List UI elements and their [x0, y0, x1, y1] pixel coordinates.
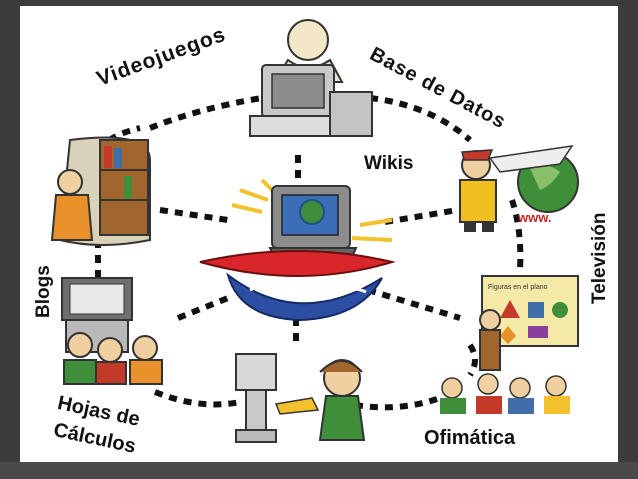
- connector-bottom-right: [354, 395, 441, 411]
- woman-at-bookshelf-illustration: [50, 136, 151, 246]
- label-television: Televisión: [589, 212, 610, 304]
- connector-videojuegos-to-top: [148, 95, 263, 131]
- person-at-computer-illustration: [249, 19, 373, 137]
- label-wikis: Wikis: [364, 153, 414, 174]
- connector-basedatos-to-television: [509, 199, 524, 271]
- sparkle-rays: [231, 178, 393, 242]
- connector-spoke-left: [159, 207, 229, 223]
- board-title: Figuras en el plano: [488, 284, 548, 291]
- connector-spoke-lowerleft: [176, 295, 230, 321]
- connector-spoke-right: [384, 207, 459, 225]
- bottom-band: [0, 462, 638, 479]
- computer-on-saucer-illustration: [199, 178, 396, 322]
- teacher-board-illustration: Figuras en el plano: [440, 275, 579, 414]
- kid-with-globe-illustration: www.: [459, 145, 579, 232]
- girl-and-robot-illustration: [235, 353, 366, 443]
- dotted-connectors: [95, 95, 524, 411]
- connector-right-lower: [467, 343, 478, 377]
- connector-hojas-bottom: [153, 389, 241, 408]
- label-ofimatica: Ofimática: [424, 427, 516, 449]
- connector-spoke-lowerright: [367, 287, 461, 321]
- classroom-illustration: [61, 277, 163, 385]
- www-sign: www.: [517, 210, 551, 225]
- label-blogs: Blogs: [33, 265, 54, 318]
